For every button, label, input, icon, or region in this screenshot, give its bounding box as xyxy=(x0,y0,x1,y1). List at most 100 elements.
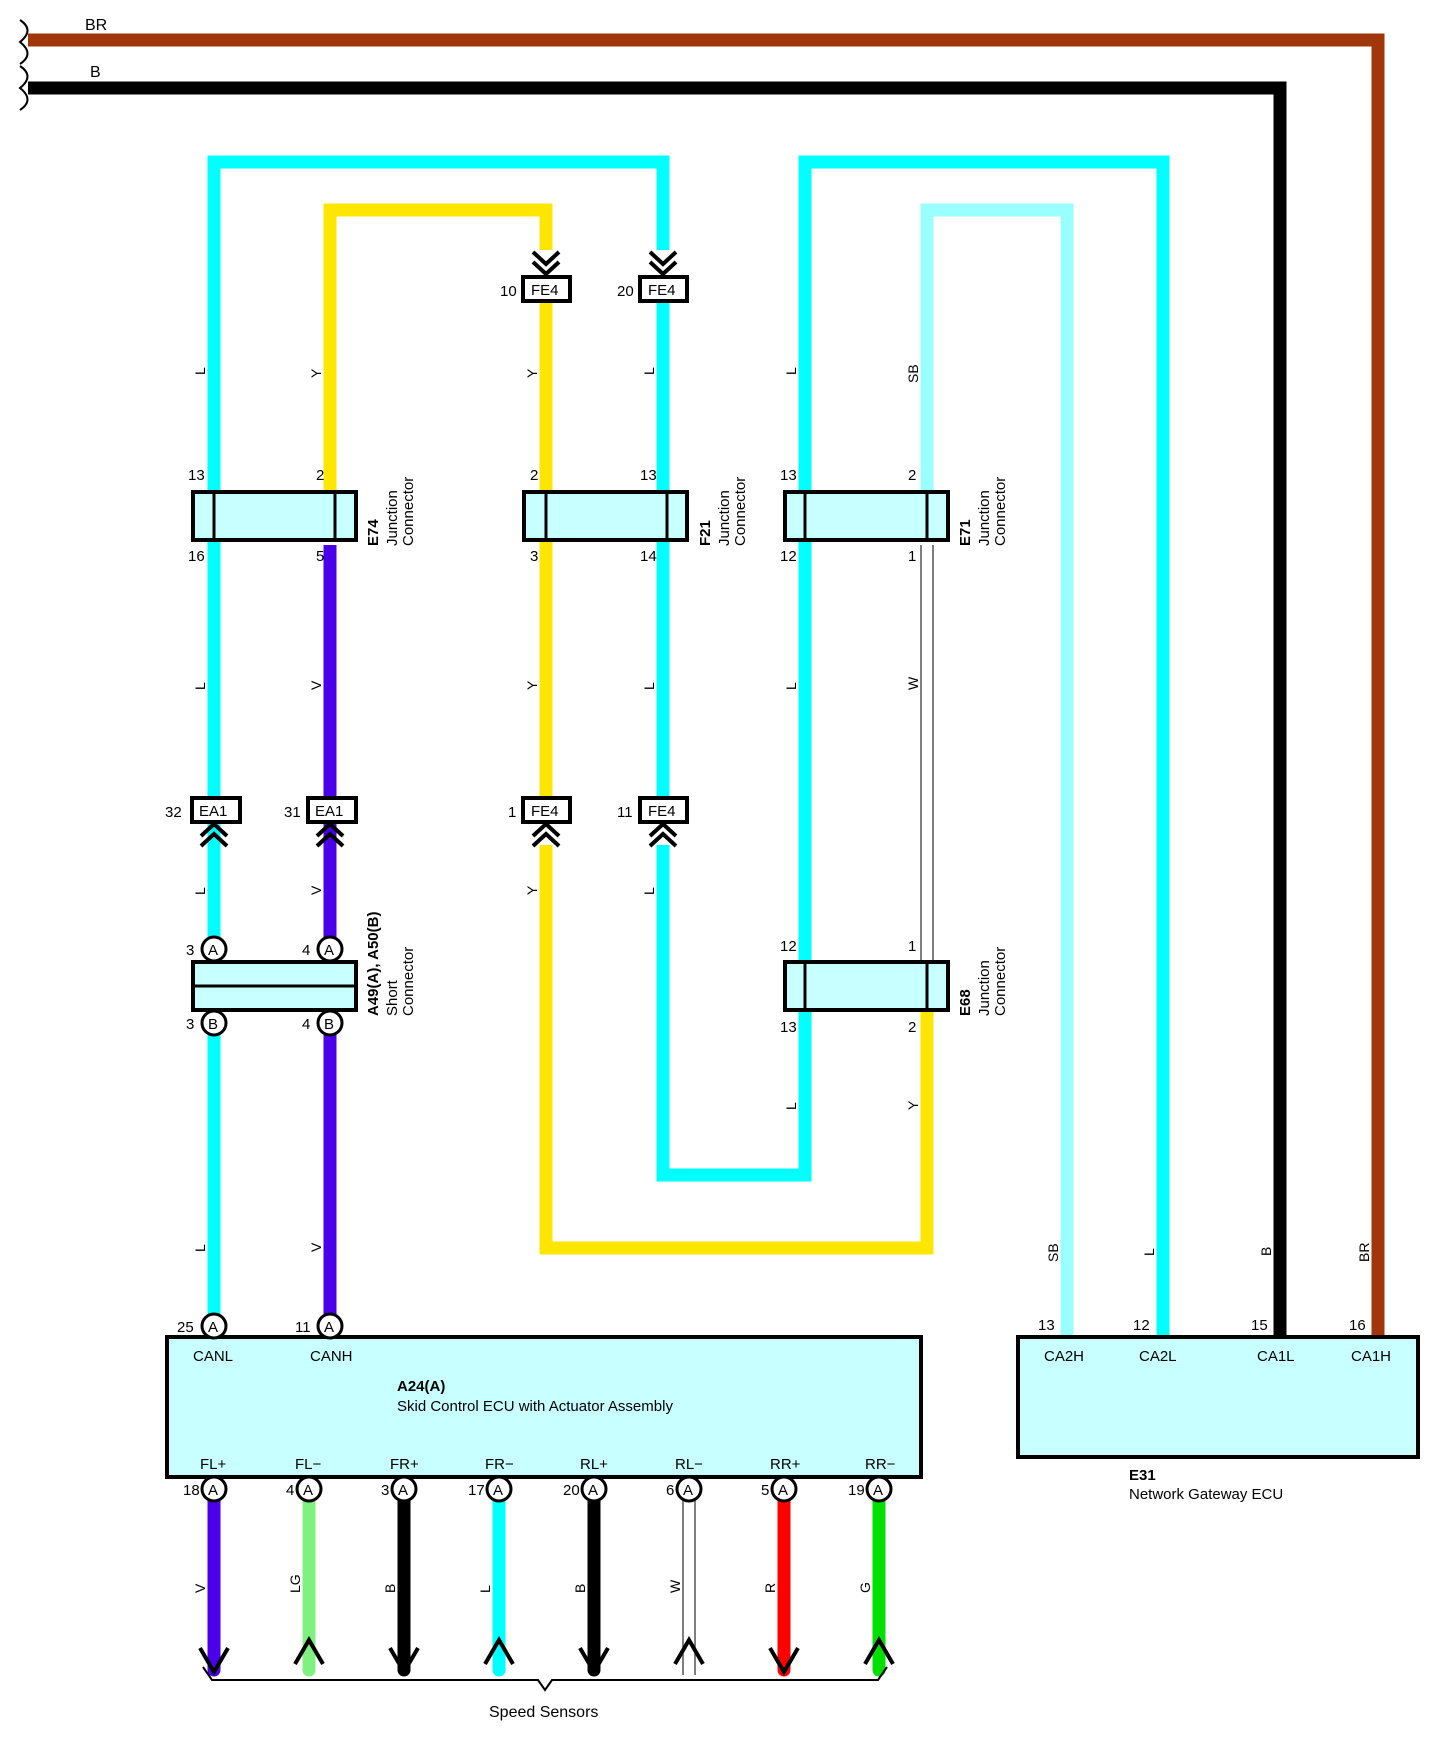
arrow-down-icon xyxy=(531,250,561,277)
connector-fe4-11 xyxy=(638,796,689,824)
arrow-up-icon xyxy=(199,821,229,848)
pin-name: CA1L xyxy=(1257,1348,1295,1365)
connector-name: Connector xyxy=(732,477,749,546)
pin-number: 13 xyxy=(1038,1317,1055,1334)
connector-code: E68 xyxy=(957,989,974,1016)
pin-circle xyxy=(580,1475,608,1503)
connector-name: Connector xyxy=(992,947,1009,1016)
ecu-body xyxy=(165,1335,923,1479)
wire-label: L xyxy=(192,887,208,895)
wire-label: Y xyxy=(524,368,540,378)
ecu-code: A24(A) xyxy=(397,1378,445,1395)
wire-br-bus xyxy=(28,33,1385,1345)
wire-label: SB xyxy=(1045,1243,1061,1262)
short-connector-a49-a50: A A B B 3 4 3 4 A49(A), A50(B) Short Con… xyxy=(186,912,417,1037)
wire-label: L xyxy=(641,682,657,690)
ecu-body xyxy=(1016,1335,1420,1459)
wire-label: L xyxy=(192,682,208,690)
pin-name: FL− xyxy=(295,1456,322,1473)
pin-letter: A xyxy=(324,942,334,959)
wire-label: G xyxy=(857,1582,873,1593)
junction-e68: 12 1 13 2 E68 Junction Connector xyxy=(780,938,1009,1036)
pin-number: 13 xyxy=(640,467,657,484)
pin-letter: A xyxy=(683,1482,693,1499)
wire-label: B xyxy=(382,1584,398,1593)
wire-label: L xyxy=(783,1102,799,1110)
a24-sensor-pins: A18FL+VA4FL−LGA3FR+BA17FR−LA20RL+BA6RL−W… xyxy=(183,1456,896,1677)
pin-letter: B xyxy=(208,1016,218,1033)
arrow-up-icon xyxy=(863,1636,895,1666)
pin-circle xyxy=(485,1475,513,1503)
wire-label: V xyxy=(192,1583,208,1593)
arrow-down-icon xyxy=(768,1646,800,1676)
pin-letter: A xyxy=(208,1319,218,1336)
pin-number: 20 xyxy=(617,283,634,300)
brace xyxy=(202,1666,888,1692)
pin-circle xyxy=(770,1475,798,1503)
pin-name: FR− xyxy=(485,1456,514,1473)
connector-code: F21 xyxy=(697,520,714,546)
pin-number: 6 xyxy=(666,1482,674,1499)
break-mark-b xyxy=(18,65,29,111)
arrow-up-icon xyxy=(648,821,678,848)
pin-name: CA1H xyxy=(1351,1348,1391,1365)
pin-number: 4 xyxy=(286,1482,294,1499)
pin-circle xyxy=(295,1475,323,1503)
wire-label: L xyxy=(783,682,799,690)
wire-label: Y xyxy=(905,1100,921,1110)
pin-number: 2 xyxy=(530,467,538,484)
pin-number: 17 xyxy=(468,1482,485,1499)
wire-label: V xyxy=(308,1242,324,1252)
pin-number: 32 xyxy=(165,804,182,821)
pin-number: 25 xyxy=(177,1319,194,1336)
wire-label: SB xyxy=(905,364,921,383)
middle-connectors: EA1 32 EA1 31 FE4 1 FE4 11 xyxy=(165,796,689,848)
ecu-code: E31 xyxy=(1129,1467,1156,1484)
ecu-name: Skid Control ECU with Actuator Assembly xyxy=(397,1398,673,1415)
pin-name: CANH xyxy=(310,1348,353,1365)
wire-label: L xyxy=(192,367,208,375)
connector-code: E74 xyxy=(365,519,382,546)
pin-number: 1 xyxy=(908,548,916,565)
pin-number: 1 xyxy=(908,938,916,955)
pin-letter: A xyxy=(303,1482,313,1499)
pin-number: 4 xyxy=(302,1016,310,1033)
pin-number: 14 xyxy=(640,548,657,565)
connector-fe4-10 xyxy=(521,275,572,303)
wire-label: R xyxy=(762,1583,778,1593)
pin-number: 20 xyxy=(563,1482,580,1499)
pin-name: CANL xyxy=(193,1348,233,1365)
ecu-e31: 13 12 15 16 CA2H CA2L CA1L CA1H E31 Netw… xyxy=(1016,1317,1420,1503)
arrow-up-icon xyxy=(673,1636,705,1666)
pin-number: 5 xyxy=(761,1482,769,1499)
connector-body xyxy=(522,490,689,542)
speed-sensors-label: Speed Sensors xyxy=(489,1704,598,1721)
junction-f21: 2 13 3 14 F21 Junction Connector xyxy=(522,467,749,565)
wire-l-u-loop xyxy=(656,155,1170,1345)
wires xyxy=(207,155,1170,1345)
pin-letter: A xyxy=(778,1482,788,1499)
pin-number: 16 xyxy=(188,548,205,565)
break-mark-br xyxy=(18,19,29,65)
wire-label: L xyxy=(1141,1248,1157,1256)
junction-e74: 13 2 16 5 E74 Junction Connector xyxy=(188,467,417,565)
pin-number: 12 xyxy=(1133,1317,1150,1334)
pin-name: FR+ xyxy=(390,1456,419,1473)
arrow-up-icon xyxy=(293,1636,325,1666)
wire-labels: L L L L Y V V V Y Y Y L L L L L L SB W Y… xyxy=(192,364,1372,1262)
connector-name: Junction xyxy=(976,490,993,546)
connector-name: Junction xyxy=(976,960,993,1016)
speed-sensors-group: Speed Sensors xyxy=(202,1666,888,1721)
connector-code: E71 xyxy=(957,519,974,546)
pin-number: 12 xyxy=(780,548,797,565)
arrow-up-icon xyxy=(531,821,561,848)
connector-name: Short xyxy=(384,979,401,1016)
pin-letter: A xyxy=(324,1319,334,1336)
connector-label: FE4 xyxy=(531,803,559,820)
wire-label: L xyxy=(477,1585,493,1593)
pin-letter: A xyxy=(588,1482,598,1499)
